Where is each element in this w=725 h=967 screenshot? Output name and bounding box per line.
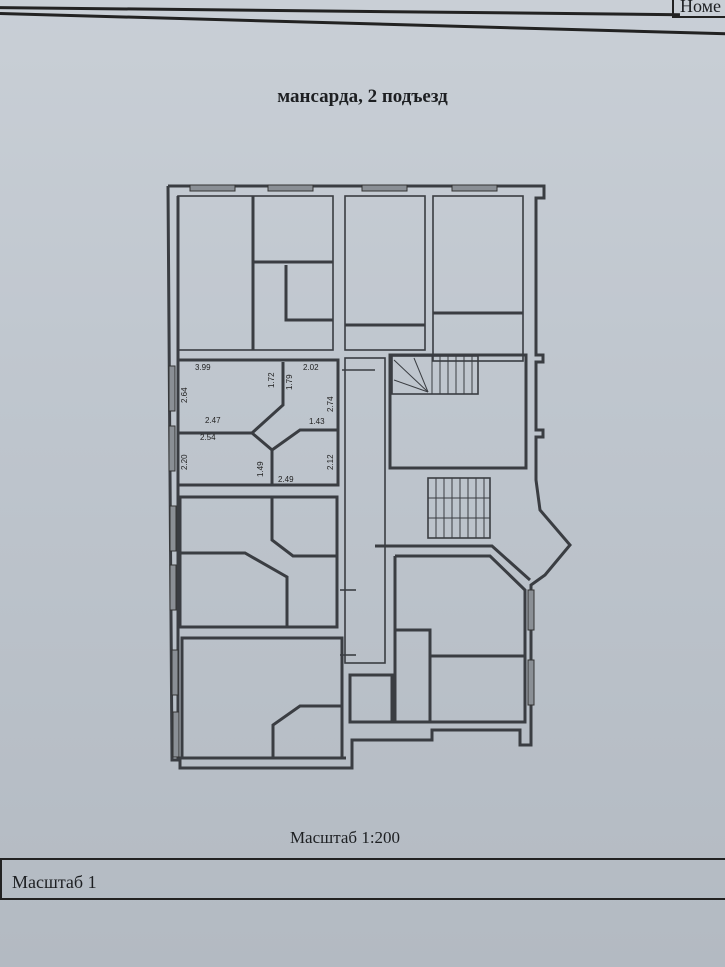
central-corridor [340, 357, 386, 664]
page-title: мансарда, 2 подъезд [277, 86, 448, 107]
dimensioned-apartment: 3.99 2.02 1.72 1.79 2.64 2.74 2.47 1.43 … [176, 358, 340, 487]
footer-scale-label: Масштаб 1 [12, 872, 97, 892]
dim-2.12: 2.12 [326, 454, 335, 470]
stairwell [388, 353, 528, 539]
number-label: Номе [680, 0, 722, 16]
dim-2.64: 2.64 [180, 387, 189, 403]
footer-scale-field: Масштаб 1 [0, 858, 725, 900]
number-field-box: Номе [672, 0, 725, 18]
lower-left-apartments [178, 495, 344, 760]
windows [168, 184, 535, 758]
exterior-walls [166, 184, 572, 770]
top-apartments [177, 195, 524, 362]
dim-1.79: 1.79 [285, 374, 294, 390]
dim-2.49: 2.49 [278, 475, 294, 484]
dim-1.43: 1.43 [309, 417, 325, 426]
dim-2.47: 2.47 [205, 416, 221, 425]
dim-3.99: 3.99 [195, 363, 211, 372]
dim-1.49: 1.49 [256, 461, 265, 477]
dim-2.02: 2.02 [303, 363, 319, 372]
lower-right-apartment [348, 544, 532, 724]
dim-2.74: 2.74 [326, 396, 335, 412]
dim-1.72: 1.72 [267, 372, 276, 388]
dim-2.54: 2.54 [200, 433, 216, 442]
scale-caption: Масштаб 1:200 [289, 828, 401, 847]
dim-2.20: 2.20 [180, 454, 189, 470]
